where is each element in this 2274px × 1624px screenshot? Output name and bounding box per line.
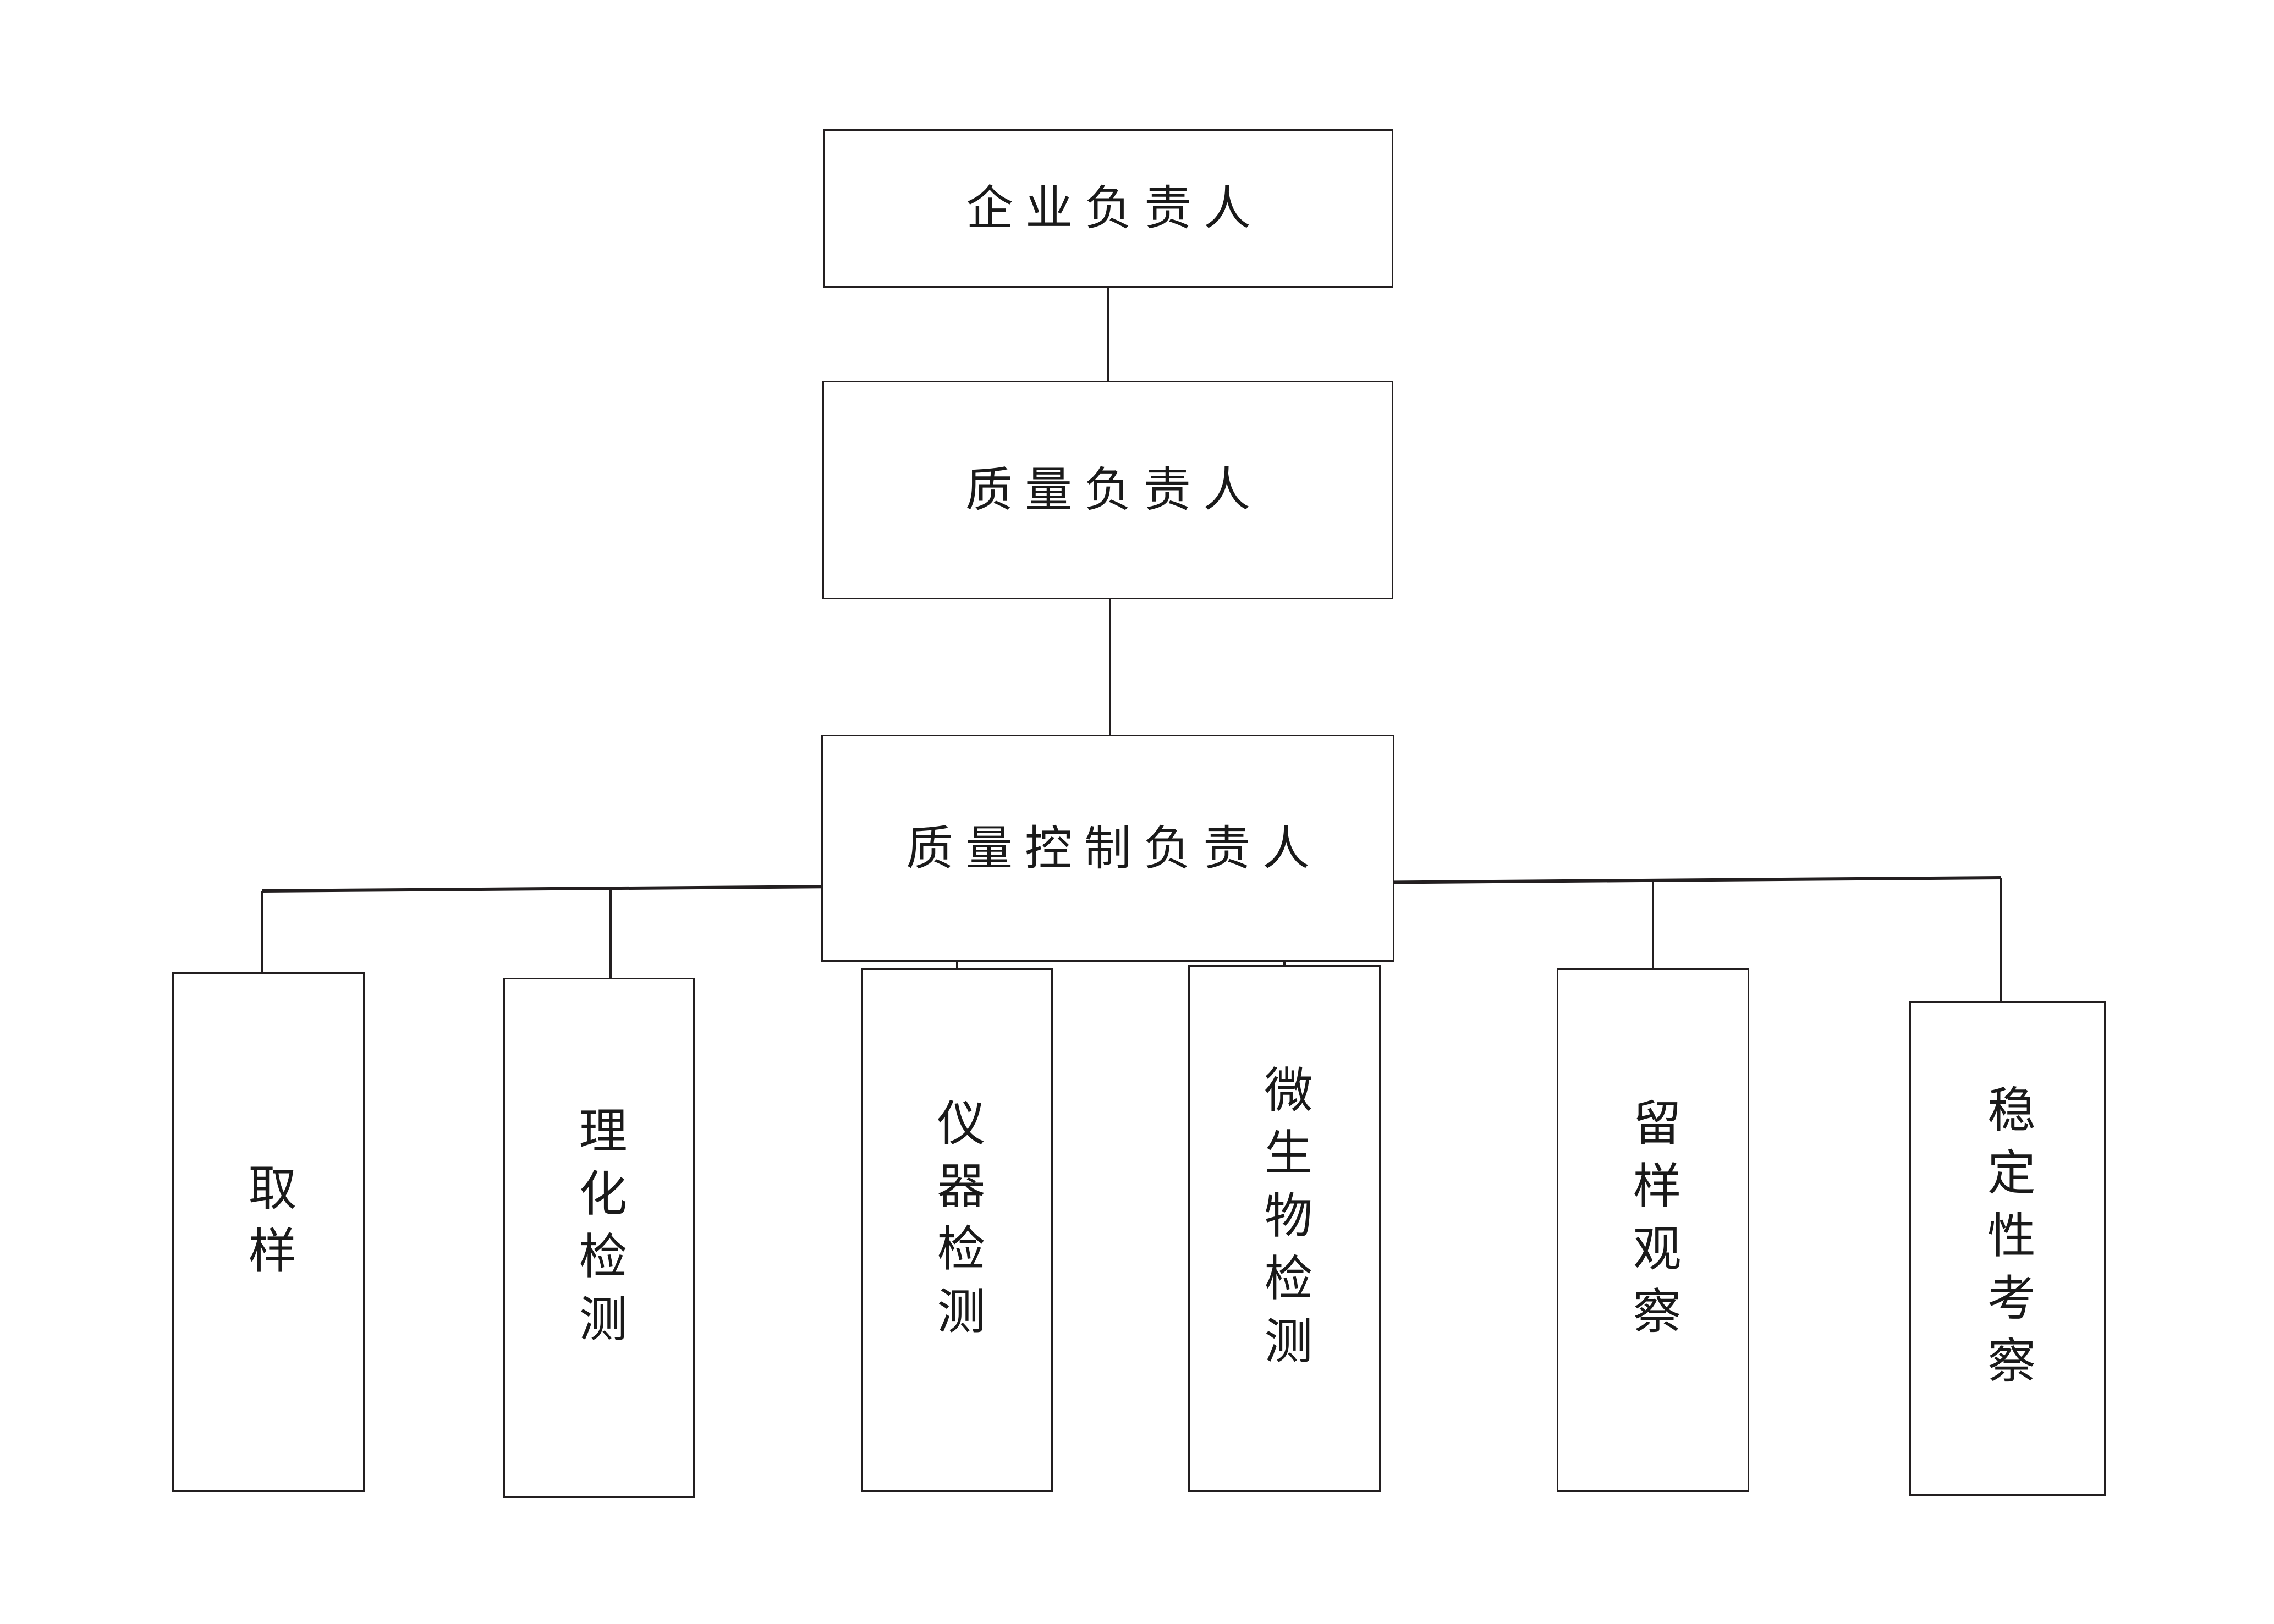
node-label-enterprise-manager: 企业负责人 [966, 181, 1263, 236]
node-physicochemical-testing[interactable]: 理化检测 [503, 978, 695, 1498]
node-instrument-testing[interactable]: 仪器检测 [861, 968, 1053, 1492]
node-label-retained-sample-observation: 留样观察 [1625, 1097, 1682, 1348]
node-label-stability-study: 稳定性考察 [1979, 1084, 2036, 1398]
node-label-instrument-testing: 仪器检测 [929, 1097, 986, 1348]
node-label-quality-manager: 质量负责人 [965, 463, 1262, 518]
node-enterprise-manager[interactable]: 企业负责人 [823, 129, 1393, 288]
node-label-physicochemical-testing: 理化检测 [571, 1105, 628, 1356]
node-microbiology-testing[interactable]: 微生物检测 [1188, 965, 1381, 1492]
node-retained-sample-observation[interactable]: 留样观察 [1557, 968, 1749, 1492]
node-quality-control-manager[interactable]: 质量控制负责人 [821, 735, 1394, 962]
node-sampling[interactable]: 取样 [172, 972, 365, 1492]
node-label-microbiology-testing: 微生物检测 [1256, 1065, 1313, 1378]
node-stability-study[interactable]: 稳定性考察 [1909, 1001, 2106, 1496]
node-label-quality-control-manager: 质量控制负责人 [906, 821, 1322, 876]
node-quality-manager[interactable]: 质量负责人 [822, 381, 1393, 599]
node-label-sampling: 取样 [240, 1162, 297, 1288]
